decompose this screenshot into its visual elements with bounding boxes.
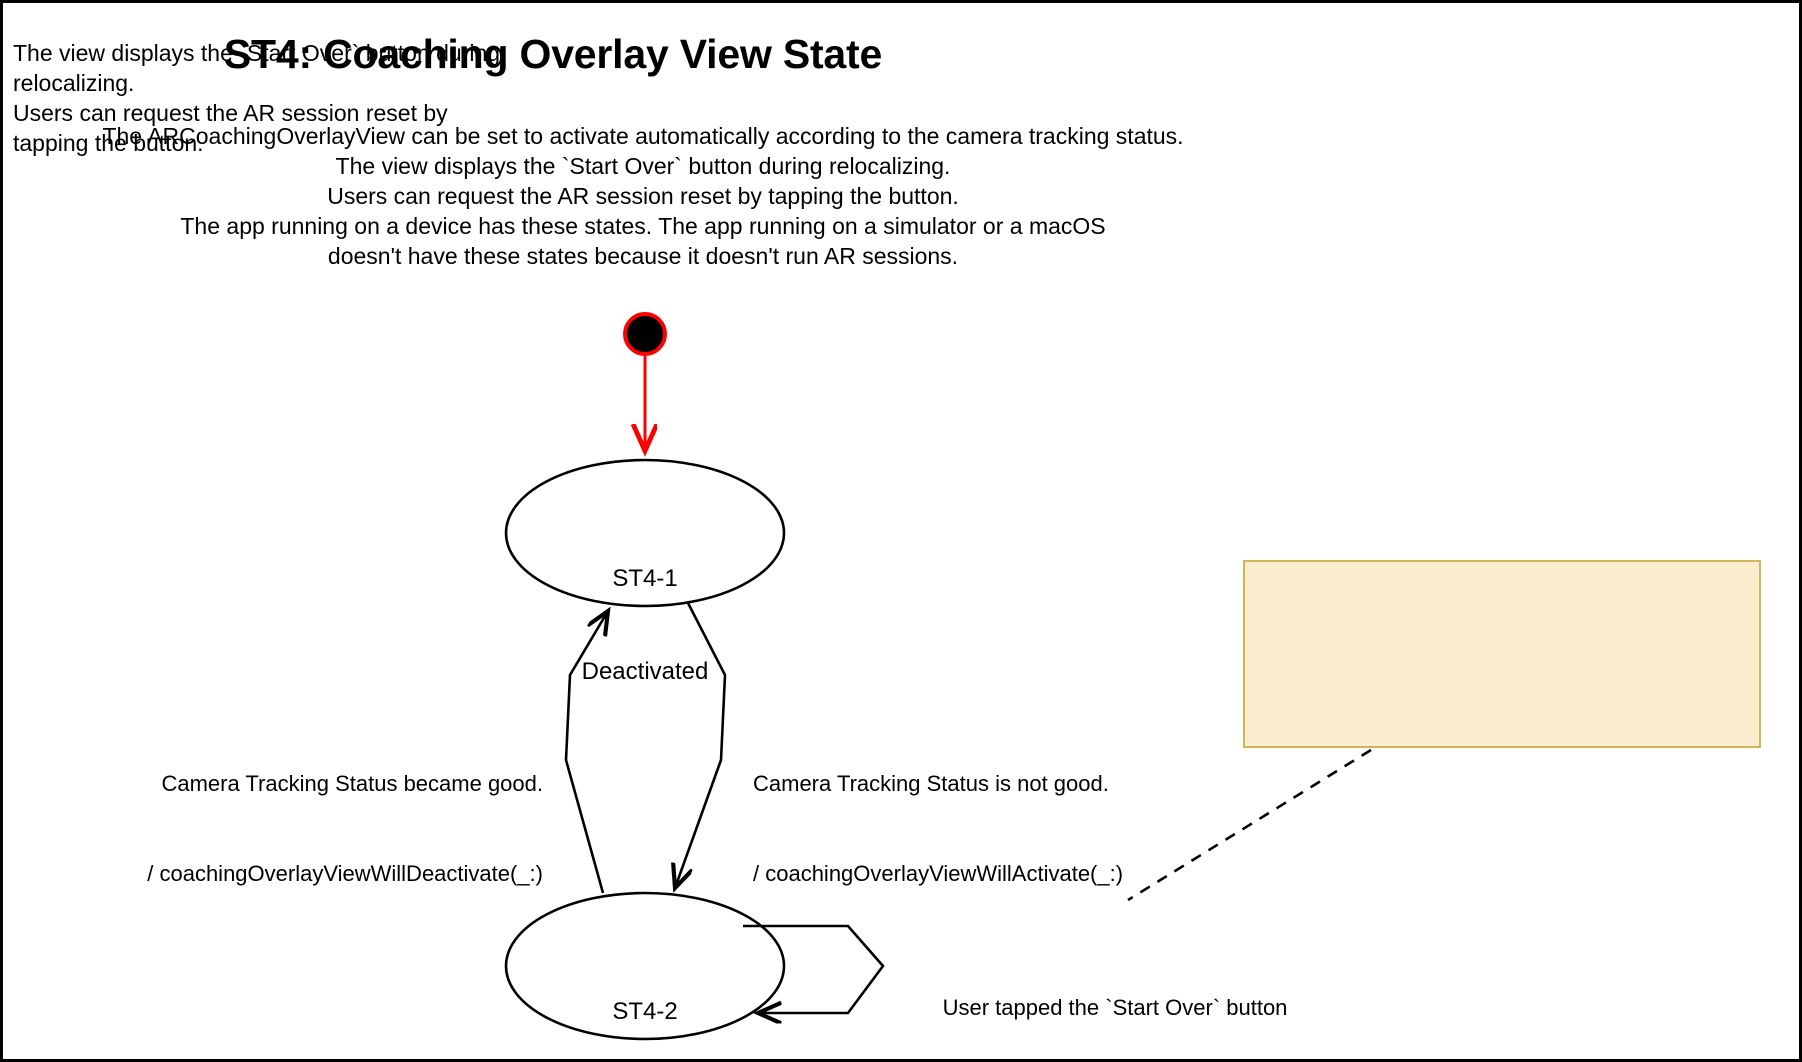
description-line-2: The view displays the `Start Over` butto… <box>335 153 951 179</box>
transition-effect-deactivate: / coachingOverlayViewWillDeactivate(_:) <box>147 861 543 886</box>
transition-label-st4-2-to-st4-1: Camera Tracking Status became good. / co… <box>103 709 543 949</box>
transition-trigger-deactivate: Camera Tracking Status became good. <box>161 771 543 796</box>
state-node-st4-1 <box>504 458 786 608</box>
transition-effect-activate: / coachingOverlayViewWillActivate(_:) <box>753 861 1124 886</box>
description-line-3: Users can request the AR session reset b… <box>327 183 959 209</box>
state-node-st4-2 <box>504 891 786 1041</box>
diagram-canvas <box>504 312 1372 1041</box>
initial-state-node <box>623 312 667 356</box>
note-anchor-line <box>1127 748 1372 902</box>
page-title: ST4: Coaching Overlay View State <box>223 31 883 77</box>
note-text: The view displays the `Start Over` butto… <box>13 38 513 158</box>
diagram-description: The ARCoachingOverlayView can be set to … <box>3 121 1283 271</box>
note-box <box>1243 560 1761 748</box>
description-line-1: The ARCoachingOverlayView can be set to … <box>102 123 1184 149</box>
transition-label-st4-2-self: User tapped the `Start Over` button / co… <box>900 933 1460 1059</box>
transition-label-st4-1-to-st4-2: Camera Tracking Status is not good. / co… <box>753 709 1213 949</box>
transition-trigger-activate: Camera Tracking Status is not good. <box>753 771 1109 796</box>
note-line-1: The view displays the `Start Over` butto… <box>13 40 501 96</box>
description-line-5: doesn't have these states because it doe… <box>327 243 959 269</box>
transition-st4-2-self <box>743 924 885 1013</box>
transition-st4-1-to-st4-2 <box>675 602 727 888</box>
transition-st4-2-to-st4-1 <box>564 611 608 894</box>
transition-trigger-session-reset: User tapped the `Start Over` button <box>942 995 1288 1020</box>
note-line-2: Users can request the AR session reset b… <box>13 100 448 156</box>
description-line-4: The app running on a device has these st… <box>180 213 1106 239</box>
